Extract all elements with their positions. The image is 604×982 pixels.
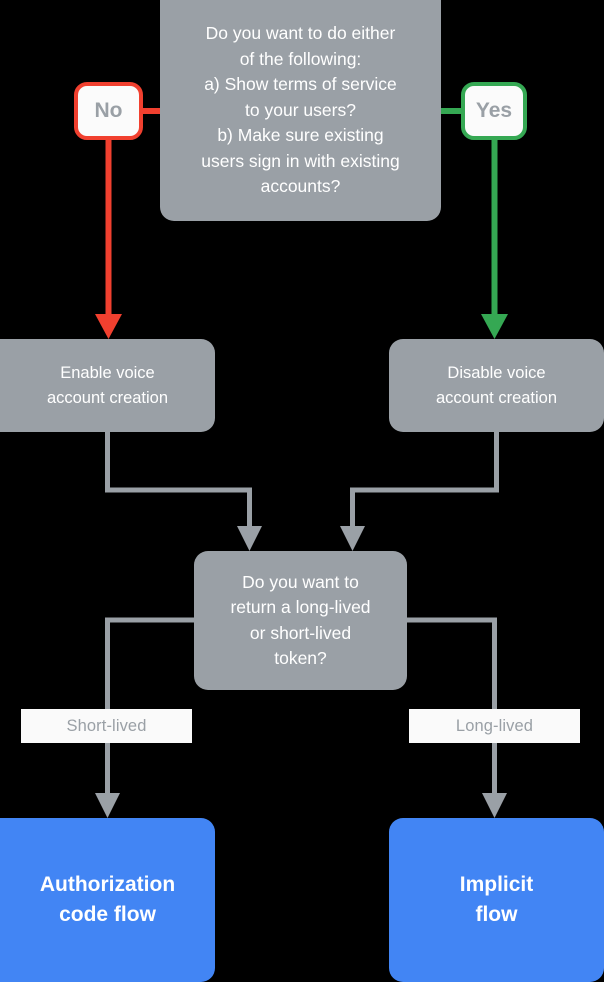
edge-disable-to-token [340,432,499,551]
edge-no-to-enable [95,140,122,339]
branch-badge-yes[interactable]: Yes [461,82,527,140]
branch-badge-no[interactable]: No [74,82,143,140]
edge-label-short-lived: Short-lived [21,709,192,743]
edge-label-long-lived: Long-lived [409,709,580,743]
edge-enable-to-token [105,432,262,551]
edge-yes-to-disable [481,140,508,339]
